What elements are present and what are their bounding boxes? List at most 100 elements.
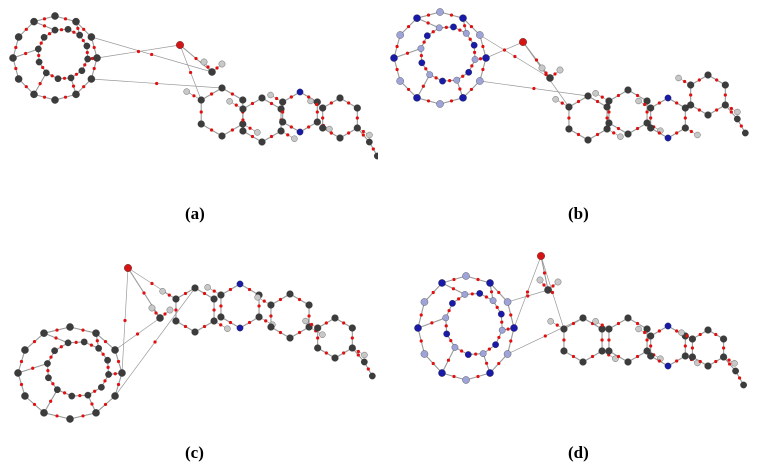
bond-critical-point xyxy=(329,101,333,105)
bond-critical-point xyxy=(278,297,283,302)
carbon-atom xyxy=(104,356,111,364)
bond-critical-point xyxy=(446,358,451,362)
carbon-atom xyxy=(286,290,294,298)
bond-critical-point xyxy=(247,287,252,292)
boron-atom xyxy=(453,76,461,84)
carbon-atom xyxy=(704,326,712,334)
carbon-atom xyxy=(605,97,613,105)
nitrogen-atom xyxy=(438,279,446,287)
bond-critical-point xyxy=(49,399,53,403)
bond-critical-point xyxy=(616,93,621,98)
bond-critical-point xyxy=(371,147,375,151)
nitrogen-atom xyxy=(418,59,426,67)
hydrogen-atom xyxy=(592,318,599,325)
nitrogen-atom xyxy=(423,32,431,40)
bond-critical-point xyxy=(714,332,718,337)
molecule-panel-a xyxy=(0,0,378,200)
carbon-atom xyxy=(54,75,62,83)
carbon-atom xyxy=(51,347,58,355)
bond-critical-point xyxy=(81,414,85,418)
carbon-atom xyxy=(76,31,84,39)
bond-critical-point xyxy=(230,92,234,96)
bond-critical-point xyxy=(71,84,76,88)
bond-critical-point xyxy=(560,101,564,105)
nitrogen-atom xyxy=(664,362,672,370)
carbon-atom xyxy=(111,346,119,354)
bond-critical-point xyxy=(59,345,63,349)
panel-label-a: (a) xyxy=(185,204,205,223)
carbon-atom xyxy=(647,104,655,112)
bond-critical-point xyxy=(74,72,79,76)
bond-critical-point xyxy=(689,129,693,134)
bond-critical-point xyxy=(458,28,462,32)
nitrogen-atom xyxy=(492,341,499,349)
bond-critical-point xyxy=(481,67,485,72)
boron-atom xyxy=(420,350,429,358)
carbon-atom xyxy=(98,383,105,391)
bond-critical-point xyxy=(576,132,581,137)
bond-critical-point xyxy=(289,95,293,99)
boron-atom xyxy=(396,31,404,39)
carbon-atom xyxy=(353,104,361,112)
bond-critical-point xyxy=(82,27,86,31)
bond-critical-point xyxy=(14,45,18,50)
carbon-atom xyxy=(210,295,218,303)
bond-critical-point xyxy=(426,21,430,25)
boron-atom xyxy=(476,77,484,85)
bond-critical-point xyxy=(342,321,346,325)
hydrogen-atom xyxy=(635,325,642,333)
carbon-atom xyxy=(30,17,38,26)
bond-critical-point xyxy=(116,359,121,364)
carbon-atom xyxy=(560,325,568,333)
bond-critical-point xyxy=(550,290,555,295)
nitrogen-atom xyxy=(482,54,490,62)
bond-critical-point xyxy=(607,110,611,114)
bond-critical-point xyxy=(46,369,50,373)
bond-critical-point xyxy=(431,30,435,34)
carbon-atom xyxy=(40,33,48,41)
boron-atom xyxy=(436,8,444,16)
bond-critical-point xyxy=(484,361,489,365)
carbon-atom xyxy=(68,392,76,400)
bond-critical-point xyxy=(431,361,435,366)
carbon-atom xyxy=(72,17,80,26)
bond-critical-point xyxy=(59,28,64,32)
bond-critical-point xyxy=(183,291,188,296)
bond-critical-point xyxy=(42,17,47,21)
nitrogen-atom xyxy=(664,134,672,142)
bond-critical-point xyxy=(675,359,679,363)
hydrogen-atom xyxy=(148,304,156,312)
bond-critical-point xyxy=(19,382,24,387)
carbon-atom xyxy=(605,325,613,333)
carbon-atom xyxy=(42,69,50,77)
carbon-atom xyxy=(44,360,51,367)
bond-critical-point xyxy=(113,372,117,376)
bond-critical-point xyxy=(729,110,733,114)
bond-critical-point xyxy=(460,349,464,353)
bond-critical-point xyxy=(14,66,18,71)
bond-critical-point xyxy=(241,118,245,122)
carbon-atom xyxy=(368,372,376,380)
carbon-atom xyxy=(111,392,119,400)
boron-atom xyxy=(498,326,506,334)
bond-critical-point xyxy=(154,311,158,315)
carbon-atom xyxy=(565,103,573,111)
hydrogen-atom xyxy=(254,129,261,136)
bond-critical-point xyxy=(361,129,365,134)
carbon-atom xyxy=(373,152,378,160)
nitrogen-atom xyxy=(414,324,422,332)
carbon-atom xyxy=(704,111,712,119)
carbon-atom xyxy=(30,90,38,99)
bond-critical-point xyxy=(264,319,268,323)
bond-critical-point xyxy=(150,52,154,57)
bond-critical-point xyxy=(657,131,661,135)
bond-critical-point xyxy=(49,355,53,359)
bond-critical-point xyxy=(42,24,47,28)
bond-critical-point xyxy=(723,93,727,97)
bond-critical-point xyxy=(199,110,203,114)
bond-critical-point xyxy=(278,330,283,335)
bond-critical-point xyxy=(123,318,127,323)
carbon-atom xyxy=(740,381,747,389)
bond-critical-point xyxy=(470,64,474,68)
carbon-atom xyxy=(197,120,205,128)
